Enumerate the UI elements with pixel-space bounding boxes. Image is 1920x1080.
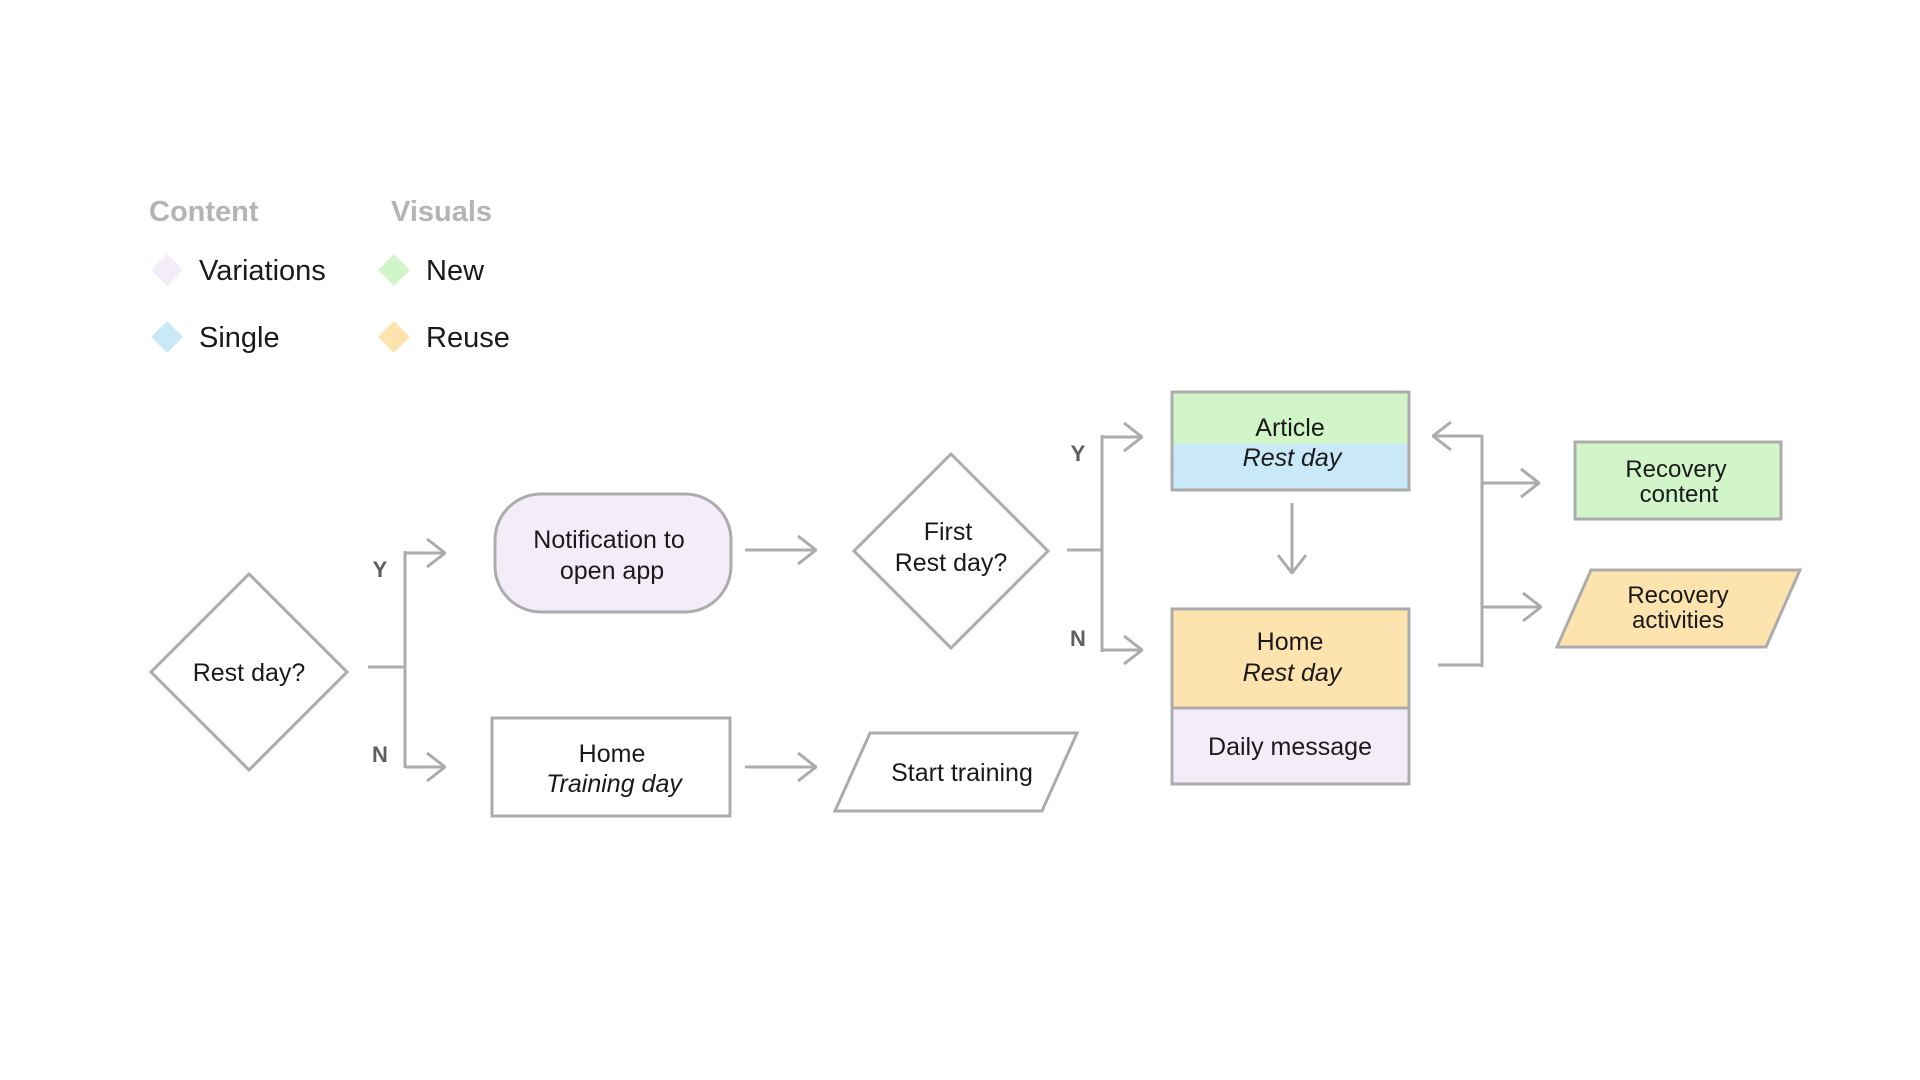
connectors (368, 435, 1541, 768)
home-training-label-line1: Home (579, 740, 646, 768)
rest-day-no-label: N (372, 742, 388, 767)
recovery-activities-node: Recovery activities (1554, 568, 1803, 649)
legend-variations-swatch-icon (151, 254, 183, 286)
start-training-label: Start training (891, 759, 1033, 787)
legend-single-swatch-icon (151, 321, 183, 353)
start-training-node: Start training (832, 731, 1080, 813)
legend-variations-label: Variations (199, 255, 326, 287)
legend-new-label: New (426, 255, 485, 287)
legend-new-swatch-icon (378, 254, 410, 286)
recovery-content-node: Recovery content (1573, 440, 1783, 521)
notification-label-line2: open app (560, 557, 664, 585)
home-rest-label-line1: Home (1257, 628, 1324, 656)
rest-day-decision: Rest day? (148, 571, 350, 773)
legend-single-label: Single (199, 322, 280, 354)
home-training-label-line2: Training day (546, 770, 683, 798)
home-rest-label-line2: Rest day (1243, 659, 1343, 687)
rest-day-decision-label: Rest day? (193, 659, 306, 687)
recovery-activities-label-line1: Recovery (1627, 582, 1728, 609)
article-label-line1: Article (1255, 414, 1324, 442)
home-rest-node: Home Rest day (1170, 607, 1411, 710)
daily-message-node: Daily message (1170, 706, 1411, 786)
first-rest-label-line2: Rest day? (895, 549, 1008, 577)
notification-node: Notification to open app (493, 492, 733, 614)
recovery-content-label-line1: Recovery (1625, 456, 1726, 483)
daily-message-label: Daily message (1208, 733, 1372, 761)
first-rest-yes-label: Y (1071, 441, 1086, 466)
legend-content-heading: Content (149, 196, 259, 228)
legend-reuse-swatch-icon (378, 321, 410, 353)
article-node: Article Rest day (1170, 390, 1411, 492)
legend-visuals-heading: Visuals (391, 196, 492, 228)
first-rest-label-line1: First (924, 518, 973, 546)
first-rest-decision: First Rest day? (851, 451, 1051, 651)
notification-label-line1: Notification to (533, 526, 684, 554)
rest-day-yes-label: Y (373, 557, 388, 582)
recovery-content-label-line2: content (1640, 481, 1719, 508)
legend-reuse-label: Reuse (426, 322, 510, 354)
first-rest-no-label: N (1070, 626, 1086, 651)
legend: Content Visuals Variations Single New Re… (149, 196, 510, 354)
recovery-activities-label-line2: activities (1632, 607, 1724, 634)
home-training-node: Home Training day (490, 716, 732, 818)
article-label-line2: Rest day (1243, 444, 1343, 472)
